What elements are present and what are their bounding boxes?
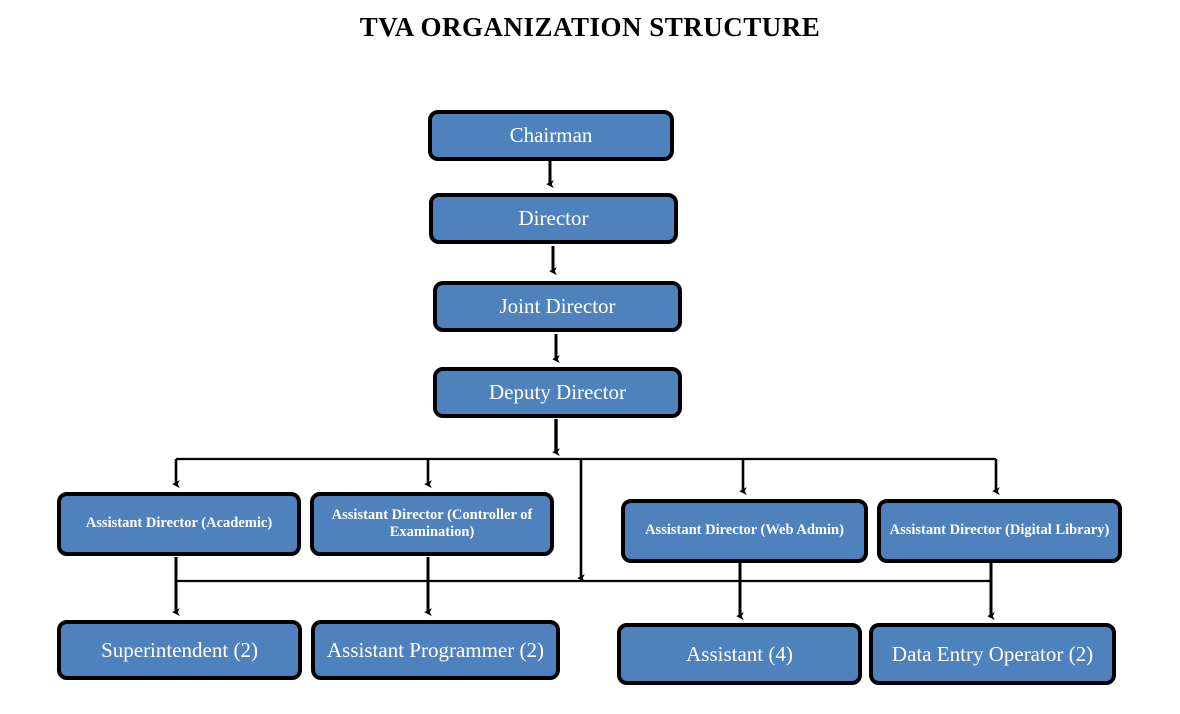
node-chairman-label: Chairman xyxy=(509,123,593,148)
page-title: TVA ORGANIZATION STRUCTURE xyxy=(359,12,821,42)
node-superintendent-label: Superintendent (2) xyxy=(101,637,258,662)
node-assistant-director-web-admin-label: Assistant Director (Web Admin) xyxy=(645,522,844,539)
node-deputy-director-label: Deputy Director xyxy=(488,380,627,405)
node-assistant[interactable]: Assistant (4) xyxy=(617,623,862,685)
node-data-entry-operator-label: Data Entry Operator (2) xyxy=(891,641,1094,666)
node-assistant-label: Assistant (4) xyxy=(686,641,793,666)
node-assistant-director-controller-of-examination[interactable]: Assistant Director (Controller of Examin… xyxy=(310,492,554,556)
node-director-label: Director xyxy=(518,206,589,231)
node-director[interactable]: Director xyxy=(429,193,678,244)
node-assistant-director-controller-of-examination-label: Assistant Director (Controller of Examin… xyxy=(331,506,533,540)
node-joint-director[interactable]: Joint Director xyxy=(433,281,682,332)
node-superintendent[interactable]: Superintendent (2) xyxy=(57,620,302,680)
node-assistant-director-digital-library[interactable]: Assistant Director (Digital Library) xyxy=(877,499,1122,563)
node-assistant-director-academic[interactable]: Assistant Director (Academic) xyxy=(57,492,301,556)
node-assistant-director-digital-library-label: Assistant Director (Digital Library) xyxy=(889,522,1110,539)
node-assistant-director-academic-label: Assistant Director (Academic) xyxy=(85,515,273,532)
node-assistant-programmer[interactable]: Assistant Programmer (2) xyxy=(311,620,560,680)
node-deputy-director[interactable]: Deputy Director xyxy=(433,367,682,418)
node-chairman[interactable]: Chairman xyxy=(428,110,674,161)
node-assistant-director-web-admin[interactable]: Assistant Director (Web Admin) xyxy=(621,499,868,563)
node-data-entry-operator[interactable]: Data Entry Operator (2) xyxy=(869,623,1116,685)
node-assistant-programmer-label: Assistant Programmer (2) xyxy=(327,637,544,662)
node-joint-director-label: Joint Director xyxy=(499,294,616,319)
